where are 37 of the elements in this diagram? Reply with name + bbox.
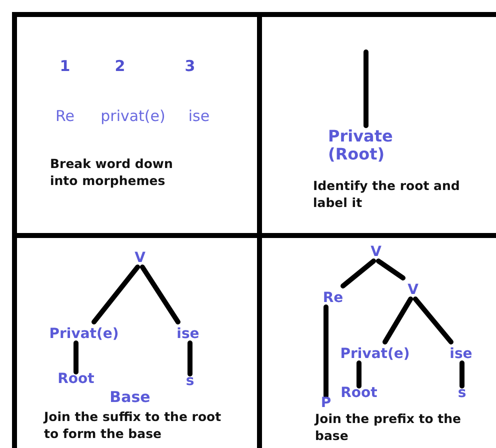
tree-branch bbox=[412, 296, 454, 344]
morpheme-text: ise bbox=[188, 107, 210, 125]
tree-branch bbox=[364, 50, 368, 128]
tree-label: P bbox=[320, 394, 332, 412]
tree-branch bbox=[324, 304, 328, 398]
caption-text: Join the prefix to the base bbox=[315, 410, 462, 444]
tree-label: V bbox=[134, 250, 146, 266]
tree-label: Privat(e) bbox=[340, 346, 410, 362]
tree-branch bbox=[382, 296, 414, 344]
tree-label: Re bbox=[322, 290, 344, 306]
tree-label: ise bbox=[176, 326, 200, 342]
tree-label: Privat(e) bbox=[49, 326, 119, 342]
tree-label: Root bbox=[58, 370, 94, 388]
tree-label: s bbox=[458, 384, 466, 402]
morpheme-number: 3 bbox=[184, 57, 196, 75]
tree-branch bbox=[74, 340, 78, 374]
caption-text: Identify the root and label it bbox=[313, 177, 461, 211]
morpheme-number: 1 bbox=[60, 57, 70, 75]
tree-label: Private (Root) bbox=[328, 128, 408, 164]
tree-branch bbox=[340, 258, 376, 288]
tree-label: Base bbox=[110, 388, 150, 406]
tree-branch bbox=[460, 360, 464, 388]
tree-label: ise bbox=[450, 346, 472, 362]
morpheme-text: Re bbox=[56, 107, 74, 125]
caption-text: Break word down into morphemes bbox=[50, 155, 174, 189]
caption-text: Join the suffix to the root to form the base bbox=[44, 408, 222, 442]
morpheme-text: privat(e) bbox=[100, 107, 166, 125]
tree-branch bbox=[92, 264, 140, 324]
tree-label: V bbox=[408, 282, 418, 298]
tree-branch bbox=[376, 258, 406, 280]
tree-label: V bbox=[370, 244, 382, 260]
tree-label: Root bbox=[340, 384, 378, 402]
tree-label: s bbox=[186, 372, 194, 390]
tree-branch bbox=[356, 360, 362, 388]
tree-branch bbox=[140, 264, 180, 324]
morpheme-number: 2 bbox=[114, 57, 126, 75]
tree-branch bbox=[188, 340, 192, 376]
